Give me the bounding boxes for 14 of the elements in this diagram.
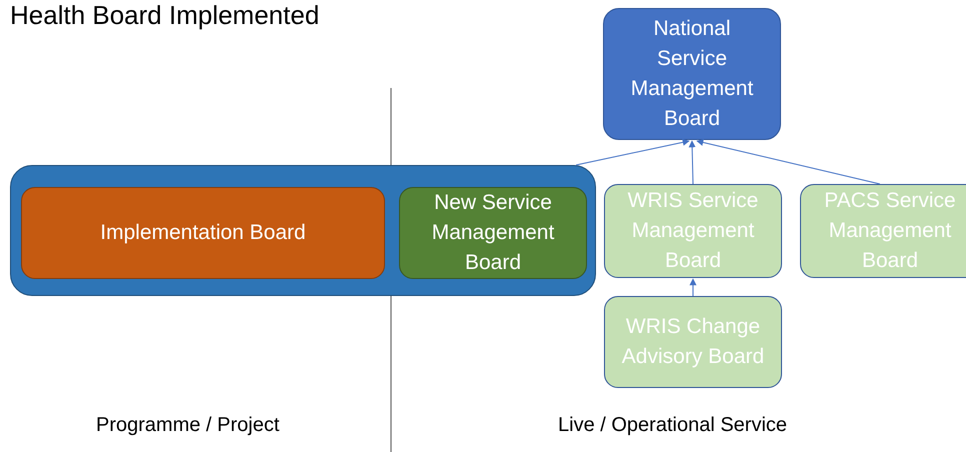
arrow bbox=[696, 139, 880, 184]
arrow bbox=[576, 138, 690, 166]
board-box: WRIS Change Advisory Board bbox=[604, 296, 782, 388]
arrow bbox=[690, 278, 696, 296]
arrow bbox=[688, 140, 696, 184]
section-label: Programme / Project bbox=[96, 414, 280, 437]
board-container bbox=[10, 165, 596, 296]
board-box: PACS Service Management Board bbox=[800, 184, 966, 278]
section-label: Live / Operational Service bbox=[558, 414, 788, 437]
board-box: Implementation Board bbox=[21, 187, 385, 279]
title: Health Board Implemented bbox=[10, 0, 320, 31]
board-box: National Service Management Board bbox=[603, 8, 781, 140]
board-box: New Service Management Board bbox=[399, 187, 587, 279]
board-box: WRIS Service Management Board bbox=[604, 184, 782, 278]
